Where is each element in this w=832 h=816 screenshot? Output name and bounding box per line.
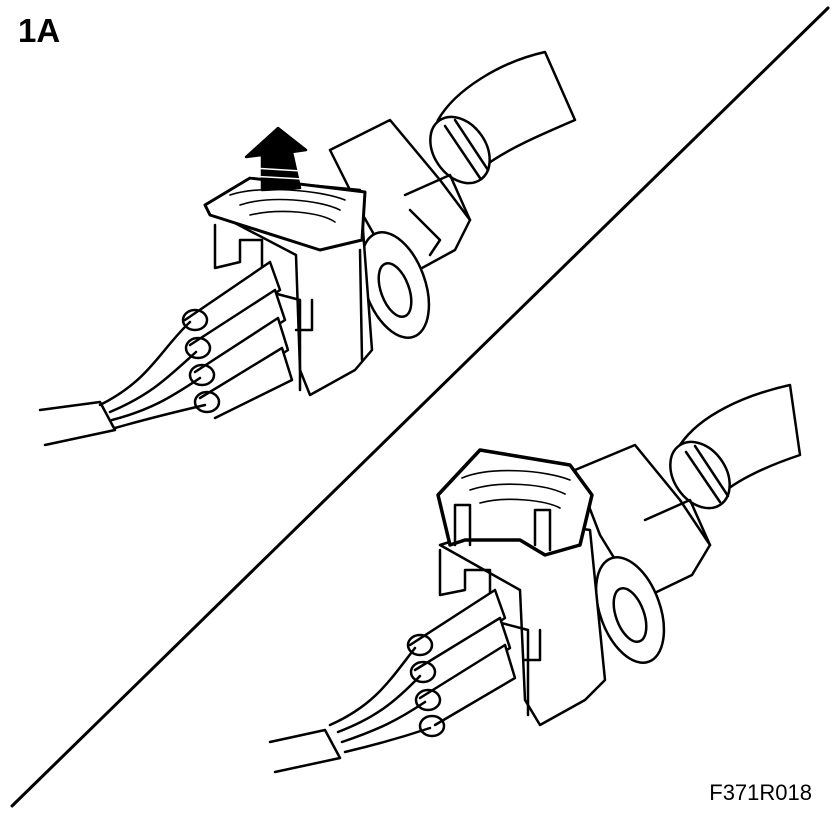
cable-collar-2 [669,440,731,510]
divider-line [10,6,830,808]
wire-bundle [38,260,294,447]
mating-socket-2 [573,443,712,602]
wire-sheath-2 [268,728,342,774]
wire-bundle-2 [268,588,517,774]
cable-collar [429,115,491,185]
release-clip [203,176,367,252]
lift-arrow-icon [244,126,321,192]
connector-after-unlock [268,383,802,774]
socket-ring-2 [594,556,666,664]
mating-socket [328,118,472,282]
step-label: 1A [18,12,61,49]
figure-code: F371R018 [709,780,812,805]
release-clip-2 [436,448,594,557]
connector-before-unlock [38,50,577,447]
wire-sheath [38,400,117,447]
